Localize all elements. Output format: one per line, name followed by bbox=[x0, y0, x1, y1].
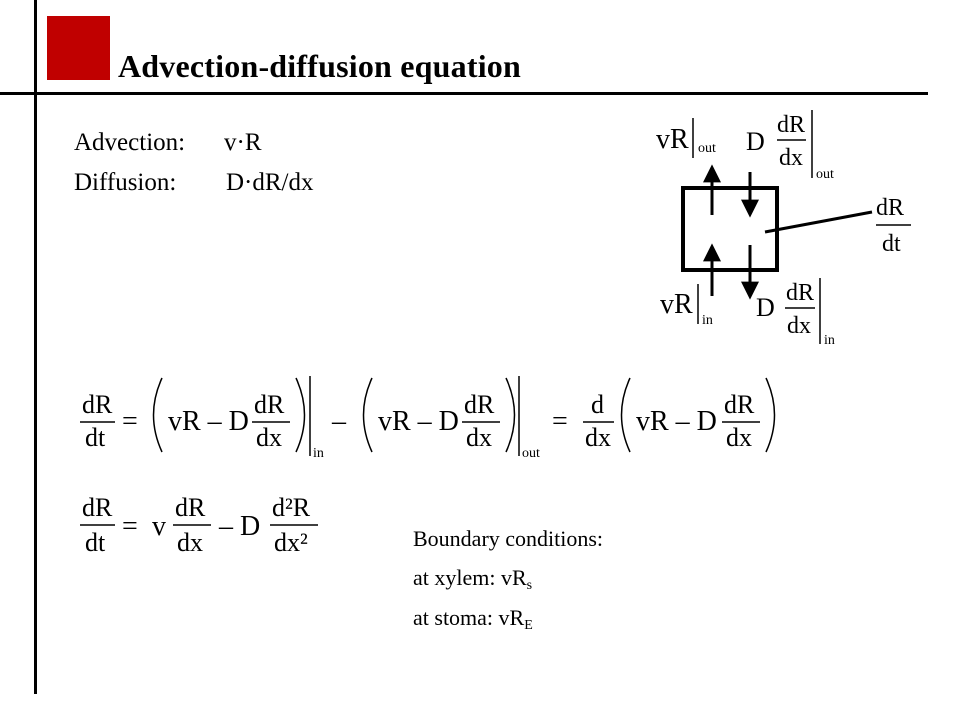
eq1-term2-dR: dR bbox=[464, 390, 495, 419]
label-D-in: D bbox=[756, 293, 775, 322]
diffusion-label: Diffusion: bbox=[74, 169, 177, 196]
label-out-sub-1: out bbox=[698, 141, 716, 156]
eq1-equals-1: = bbox=[122, 406, 138, 437]
eq1-term2-vRD: vR – D bbox=[378, 406, 459, 437]
eq1-term1-vRD: vR – D bbox=[168, 406, 249, 437]
boundary-heading: Boundary conditions: bbox=[413, 526, 604, 551]
eq2-dR-num: dR bbox=[82, 493, 113, 522]
xylem-value: vRs bbox=[500, 565, 533, 593]
label-vR-in: vR bbox=[660, 289, 693, 320]
eq2-dt-den: dt bbox=[85, 528, 106, 557]
title-accent-square bbox=[47, 16, 110, 80]
eq2-minus: – bbox=[218, 511, 234, 542]
boundary-stoma: at stoma: vRE bbox=[413, 605, 533, 639]
eq2-d2R: d²R bbox=[272, 493, 311, 522]
slide-title-rule bbox=[0, 92, 928, 95]
label-dR-in: dR bbox=[786, 280, 814, 306]
label-in-sub-1: in bbox=[702, 313, 713, 328]
eq1-term3-dx: dx bbox=[726, 423, 752, 452]
xylem-label: at xylem: bbox=[413, 565, 496, 590]
stoma-value-sub: E bbox=[524, 618, 533, 633]
diffusion-value: D·dR/dx bbox=[226, 169, 314, 196]
eq1-term1-dR: dR bbox=[254, 390, 285, 419]
eq1-minus: – bbox=[331, 406, 347, 437]
label-dt-storage: dt bbox=[882, 231, 901, 257]
eq2-D: D bbox=[240, 511, 260, 542]
eq2-dx2: dx² bbox=[274, 528, 308, 557]
eq2-dR-1: dR bbox=[175, 493, 206, 522]
eq2-v: v bbox=[152, 511, 166, 542]
xylem-value-base: vR bbox=[500, 565, 527, 590]
eq1-dR-num: dR bbox=[82, 390, 113, 419]
eq2-dx-1: dx bbox=[177, 528, 203, 557]
stoma-value-base: vR bbox=[498, 605, 525, 630]
slide-left-rule bbox=[34, 0, 37, 694]
eq2-equals: = bbox=[122, 511, 138, 542]
label-dx-out: dx bbox=[779, 145, 803, 171]
label-dR-out: dR bbox=[777, 112, 805, 138]
label-vR-out: vR bbox=[656, 124, 689, 155]
boundary-xylem: at xylem: vRs bbox=[413, 565, 532, 599]
storage-leader-line bbox=[764, 210, 873, 234]
eq1-term3-dR: dR bbox=[724, 390, 755, 419]
eq1-term2-dx: dx bbox=[466, 423, 492, 452]
label-out-sub-2: out bbox=[816, 167, 834, 182]
eq1-equals-2: = bbox=[552, 406, 568, 437]
label-in-sub-2: in bbox=[824, 333, 835, 348]
diffusion-definition: Diffusion: D·dR/dx bbox=[74, 168, 314, 198]
stoma-label: at stoma: bbox=[413, 605, 494, 630]
advection-definition: Advection: v·R bbox=[74, 128, 262, 158]
xylem-value-sub: s bbox=[526, 578, 533, 593]
eq1-term1-dx: dx bbox=[256, 423, 282, 452]
eq1-out-sub: out bbox=[522, 446, 540, 461]
eq1-term3-vRD: vR – D bbox=[636, 406, 717, 437]
eq1-dx-den: dx bbox=[585, 423, 611, 452]
label-D-out: D bbox=[746, 127, 765, 156]
label-dR-storage: dR bbox=[876, 195, 904, 221]
eq1-d-num: d bbox=[591, 390, 604, 419]
advection-label: Advection: bbox=[74, 129, 186, 156]
label-dx-in: dx bbox=[787, 313, 811, 339]
advection-value: v·R bbox=[224, 129, 262, 156]
eq1-in-sub: in bbox=[313, 446, 324, 461]
eq1-dt-den: dt bbox=[85, 423, 106, 452]
stoma-value: vRE bbox=[498, 605, 533, 633]
slide-title: Advection-diffusion equation bbox=[118, 48, 521, 84]
